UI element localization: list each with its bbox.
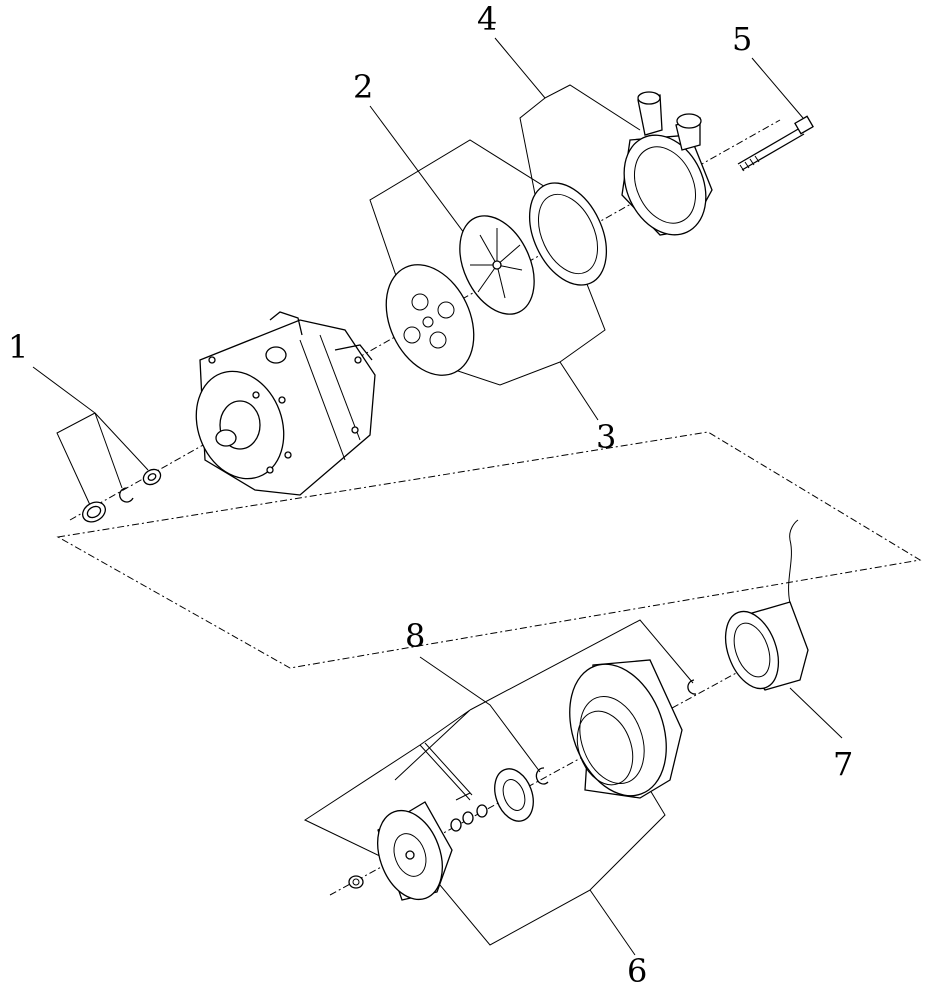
callout-3: 3 xyxy=(596,418,616,456)
part-4-gasket xyxy=(529,182,607,286)
callout-1: 1 xyxy=(8,328,28,366)
shims xyxy=(419,742,488,832)
callout-6: 6 xyxy=(627,952,647,990)
part-7-field-coil xyxy=(724,519,809,691)
bearing-spacer xyxy=(494,768,534,822)
callout-2: 2 xyxy=(353,68,373,106)
part-2b-reed-plate xyxy=(459,215,535,315)
part-1-shaft-seal-kit xyxy=(82,468,162,523)
assembly-boundary-dashed xyxy=(56,431,922,669)
part-6-pulley-assembly xyxy=(569,659,683,799)
compressor-body xyxy=(195,311,376,496)
part-5-bolt xyxy=(737,115,814,172)
part-2-valve-plate xyxy=(385,264,475,376)
callout-5: 5 xyxy=(732,20,752,58)
clutch-hub xyxy=(377,801,453,901)
callout-7: 7 xyxy=(833,745,853,783)
callout-4: 4 xyxy=(477,0,497,38)
leader-lines xyxy=(32,37,843,956)
hub-nut xyxy=(348,875,364,889)
part-4-cylinder-head xyxy=(621,91,713,236)
part-8-snap-rings xyxy=(535,679,697,785)
callout-8: 8 xyxy=(405,617,425,655)
